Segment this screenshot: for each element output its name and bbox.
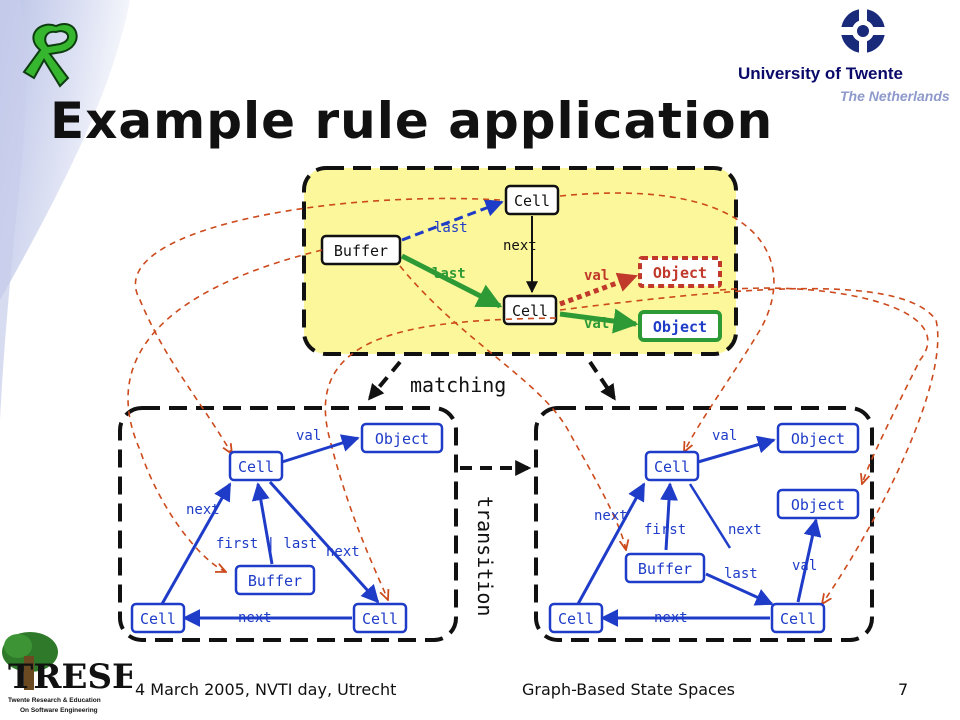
rule-edge-last-new: last	[432, 266, 466, 282]
university-country: The Netherlands	[840, 88, 950, 104]
rule-node-object-deleted: Object	[638, 256, 722, 288]
left-edge-next-right: next	[326, 544, 360, 560]
right-node-buffer: Buffer	[624, 552, 706, 584]
left-edge-next-bottom: next	[238, 610, 272, 626]
svg-text:TRESE: TRESE	[8, 657, 132, 697]
rule-node-object-new: Object	[638, 310, 722, 342]
left-node-cell-bottom-right: Cell	[352, 602, 408, 634]
svg-text:Cell: Cell	[512, 302, 548, 320]
right-edge-val-mid: val	[792, 558, 817, 574]
target-graph-panel	[534, 406, 874, 642]
rule-edge-val-deleted: val	[584, 268, 609, 284]
footer-topic: Graph-Based State Spaces	[522, 680, 736, 699]
left-edge-next-left: next	[186, 502, 220, 518]
left-node-cell-bottom-left: Cell	[130, 602, 186, 634]
footer-date-place: 4 March 2005, NVTI day, Utrecht	[135, 680, 397, 699]
left-edge-val: val	[296, 428, 321, 444]
matching-label: matching	[410, 373, 506, 397]
right-graph-edges	[576, 435, 822, 627]
svg-text:Object: Object	[791, 496, 845, 514]
left-node-cell-top: Cell	[228, 450, 284, 482]
rule-edge-next: next	[503, 238, 537, 254]
left-graph-edges	[160, 434, 380, 627]
svg-text:Cell: Cell	[362, 610, 398, 628]
svg-text:Object: Object	[653, 264, 707, 282]
transition-label: transition	[473, 496, 497, 616]
rule-panel	[302, 166, 738, 356]
right-edge-first: first	[644, 522, 686, 538]
rule-node-buffer: Buffer	[320, 234, 402, 266]
svg-text:Cell: Cell	[140, 610, 176, 628]
right-node-object-mid: Object	[776, 488, 860, 520]
svg-text:Cell: Cell	[514, 192, 550, 210]
left-node-buffer: Buffer	[234, 564, 316, 596]
trese-logo-icon: TRESE Twente Research & Education On Sof…	[2, 632, 132, 714]
svg-text:Cell: Cell	[558, 610, 594, 628]
slide-title: Example rule application	[50, 92, 774, 150]
svg-text:Twente Research & Education: Twente Research & Education	[8, 697, 101, 704]
footer-page-number: 7	[898, 680, 909, 699]
right-edge-next-left: next	[594, 508, 628, 524]
right-edge-val-top: val	[712, 428, 737, 444]
matching-arrows	[367, 360, 616, 401]
right-node-cell-bottom-right: Cell	[770, 602, 826, 634]
svg-text:Buffer: Buffer	[638, 560, 692, 578]
rule-edge-val-new: val	[584, 316, 609, 332]
right-node-object-top: Object	[776, 422, 860, 454]
svg-text:On Software Engineering: On Software Engineering	[20, 707, 98, 714]
right-edge-next-mid: next	[728, 522, 762, 538]
right-edge-last: last	[724, 566, 758, 582]
rule-edge-last-deleted: last	[434, 220, 468, 236]
svg-text:Cell: Cell	[238, 458, 274, 476]
svg-text:Buffer: Buffer	[334, 242, 388, 260]
rule-node-cell-top: Cell	[504, 184, 560, 216]
university-name: University of Twente	[738, 64, 903, 83]
right-edge-next-bottom: next	[654, 610, 688, 626]
right-node-cell-top: Cell	[644, 450, 700, 482]
svg-text:Buffer: Buffer	[248, 572, 302, 590]
groove-logo-icon	[22, 23, 78, 88]
right-node-cell-bottom-left: Cell	[548, 602, 604, 634]
left-edge-first-last: first | last	[216, 536, 317, 552]
left-node-object: Object	[360, 422, 444, 454]
svg-text:Object: Object	[791, 430, 845, 448]
university-twente-logo-icon	[841, 9, 885, 53]
mapping-arrows	[127, 192, 939, 604]
source-graph-panel	[118, 406, 458, 642]
svg-text:Cell: Cell	[780, 610, 816, 628]
svg-text:Object: Object	[653, 318, 707, 336]
rule-edges	[400, 199, 639, 334]
rule-node-cell-mid: Cell	[502, 294, 558, 326]
svg-text:Object: Object	[375, 430, 429, 448]
svg-text:Cell: Cell	[654, 458, 690, 476]
